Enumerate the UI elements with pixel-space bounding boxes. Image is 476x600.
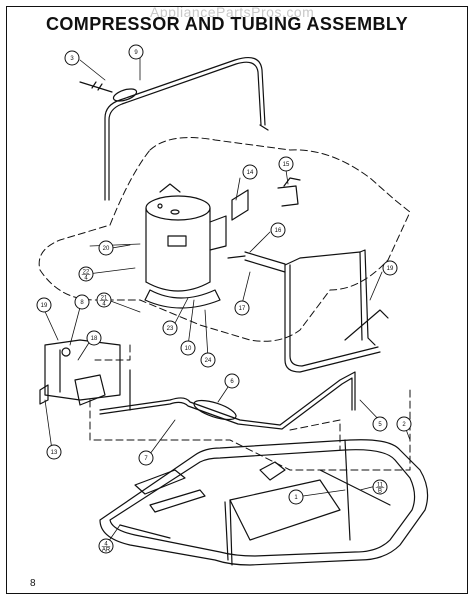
callout-sublabel: AR: [102, 548, 111, 554]
callout-label: 10: [185, 346, 192, 352]
callout-markers: 1234AR567891011B131415161718191920214224…: [36, 44, 412, 554]
compressor: [144, 183, 227, 309]
muffler: [79, 81, 138, 102]
callout-c6: 6: [224, 373, 240, 389]
base-outline-dashed: [38, 137, 411, 471]
callout-label: 15: [283, 162, 290, 168]
drier-filter: [227, 251, 288, 273]
callout-c8: 8: [74, 294, 90, 310]
callout-label: 13: [51, 450, 58, 456]
suction-tube: [99, 369, 356, 430]
discharge-tube: [104, 57, 269, 201]
callout-label: 23: [167, 326, 174, 332]
callout-c21: 214: [96, 292, 112, 308]
callout-c4ar: 4AR: [98, 538, 114, 554]
callout-label: 5: [378, 422, 382, 428]
callout-c7: 7: [138, 450, 154, 466]
callout-label: 2: [402, 422, 406, 428]
callout-label: 8: [80, 300, 84, 306]
watermark: AppliancePartsPros.com: [150, 4, 315, 20]
callout-c19b: 19: [382, 260, 398, 276]
page-number: 8: [30, 578, 36, 589]
tubing-loop-right: [284, 249, 389, 373]
callout-label: 11: [377, 483, 384, 489]
callout-sublabel: B: [378, 489, 382, 495]
callout-label: 1: [294, 495, 298, 501]
callout-label: 6: [230, 379, 234, 385]
mounting-bracket: [39, 339, 121, 406]
leader-lines: [41, 54, 411, 546]
callout-c22: 224: [78, 266, 94, 282]
terminal-cover: [231, 177, 301, 221]
callout-c3: 3: [64, 50, 80, 66]
diagram-title: COMPRESSOR AND TUBING ASSEMBLY: [46, 14, 409, 34]
base-pan: [99, 439, 429, 566]
callout-label: 16: [275, 228, 282, 234]
callout-label: 18: [91, 336, 98, 342]
callout-label: 19: [41, 303, 48, 309]
callout-c11: 11B: [372, 479, 388, 495]
callout-c10: 10: [180, 340, 196, 356]
callout-label: 21: [101, 296, 108, 302]
callout-label: 24: [205, 358, 212, 364]
callout-c13: 13: [46, 444, 62, 460]
callout-c1: 1: [288, 489, 304, 505]
callout-c23: 23: [162, 320, 178, 336]
diagram-frame: [6, 6, 468, 594]
callout-label: 14: [247, 170, 254, 176]
callout-label: 3: [70, 56, 74, 62]
callout-label: 9: [134, 50, 138, 56]
callout-sublabel: 4: [102, 302, 106, 308]
callout-label: 4: [104, 542, 108, 548]
callout-c9: 9: [128, 44, 144, 60]
callout-sublabel: 4: [84, 276, 88, 282]
callout-label: 7: [144, 456, 148, 462]
callout-c20: 20: [98, 240, 114, 256]
callout-c17: 17: [234, 300, 250, 316]
callout-c19a: 19: [36, 297, 52, 313]
callout-c2: 2: [396, 416, 412, 432]
callout-c24: 24: [200, 352, 216, 368]
callout-c14: 14: [242, 164, 258, 180]
callout-c16: 16: [270, 222, 286, 238]
callout-label: 20: [103, 246, 110, 252]
callout-c18: 18: [86, 330, 102, 346]
callout-c15: 15: [278, 156, 294, 172]
callout-label: 22: [83, 270, 90, 276]
callout-c5: 5: [372, 416, 388, 432]
callout-label: 19: [387, 266, 394, 272]
callout-label: 17: [239, 306, 246, 312]
